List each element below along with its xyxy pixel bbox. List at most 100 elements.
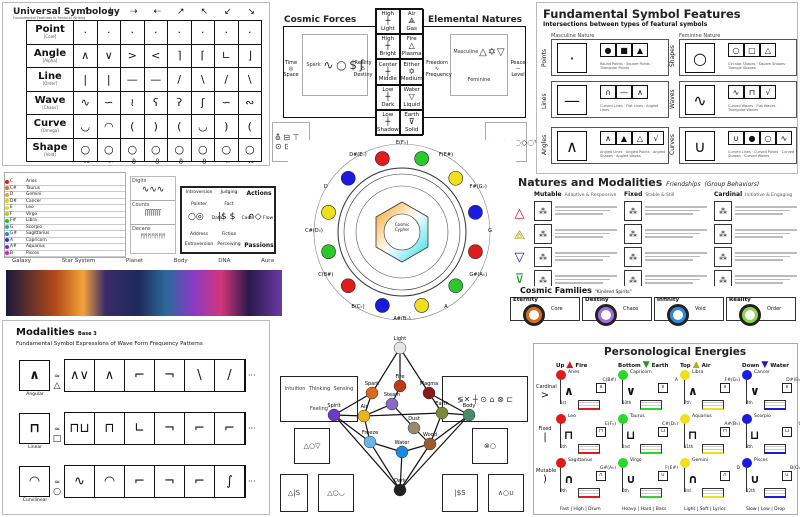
- element-cell: Water▽Liquid: [399, 84, 424, 110]
- svg-text:D#(E♭): D#(E♭): [349, 152, 367, 158]
- thinking-label: Thinking: [308, 386, 331, 392]
- column-name: Cardinal: [714, 191, 743, 198]
- side-label: Curves: [669, 134, 676, 155]
- feature-box-curves: ∪∪●○∿Curved Lines · Curved Points · Curv…: [679, 127, 797, 164]
- sign-orb-icon: [618, 370, 628, 380]
- sign-name: Virgo: [630, 458, 642, 463]
- sign-color-dot: [5, 179, 9, 184]
- note: A: [10, 237, 13, 243]
- waveform-cell: /: [215, 360, 245, 391]
- svg-text:Magma: Magma: [420, 381, 439, 387]
- waveform-cell: ∟: [125, 413, 155, 444]
- feature-symbol: ∧: [557, 131, 587, 161]
- sign-note: G: [799, 422, 800, 427]
- svg-text:E(F♭): E(F♭): [396, 140, 408, 146]
- zodiac-orb: [448, 278, 464, 294]
- feature-variants: ∩—∧: [600, 85, 648, 99]
- glyph-reference-box: ≶✕ ┼ ⊙ ⌂ ⊗ ⊏: [442, 376, 528, 422]
- note: D#: [10, 198, 17, 204]
- sign-name: Scorpio: [26, 224, 43, 230]
- sign-degree: 8th: [746, 444, 753, 449]
- note: F#: [10, 218, 17, 224]
- sign-color-dot: [5, 218, 9, 223]
- footer-glyph: ∾: [83, 158, 90, 166]
- sign-wave-glyph: ⊓: [564, 428, 574, 442]
- row-label-fixed: Fixed|: [538, 426, 552, 443]
- sign-wave-glyph: ⊔: [750, 428, 760, 442]
- note: D: [10, 192, 14, 198]
- sign-glyph-box: ⊓: [720, 427, 730, 437]
- symbol-cell: ⌈: [190, 43, 215, 68]
- symbol-cell: ·: [214, 20, 239, 45]
- zodiac-orb: [321, 205, 336, 220]
- sign-name: Libra: [692, 370, 704, 375]
- sign-wave-glyph: ∧: [688, 384, 698, 398]
- variant-cell: ∧: [632, 85, 648, 99]
- shape-glyph: ○: [53, 487, 61, 497]
- force-cell: Center┼Middle: [376, 59, 400, 85]
- svg-text:G: G: [488, 228, 492, 234]
- symbol-cell: |: [96, 67, 121, 92]
- waveform-sequence: ⊓⊔⊓∟¬⌐⌐: [64, 412, 246, 445]
- svg-text:Freeze: Freeze: [362, 430, 378, 436]
- variant-cell: ○: [760, 131, 776, 145]
- feature-caption: Curved Lines · Curved Points · Curved Sh…: [728, 150, 795, 159]
- sign-name: Sagittarius: [568, 458, 593, 463]
- variant-cell: □: [744, 43, 760, 57]
- crystal-node-light: [393, 341, 407, 355]
- element-fire-icon: △: [514, 206, 525, 221]
- flow-icon: ∩◇: [248, 212, 262, 222]
- more-ellipsis: ···: [248, 424, 256, 433]
- label-feminine: Feminine: [467, 77, 491, 84]
- matrix-actions: Actions: [246, 190, 272, 197]
- sign-glyph-box: ∪: [782, 471, 792, 481]
- symbology-row: Line[Order]||——/\/\: [26, 67, 262, 92]
- arrow-down-icon: ↓: [106, 7, 115, 17]
- sign-staff-bar: [640, 400, 662, 410]
- zodiac-row: C#Taurus: [5, 186, 125, 192]
- svg-text:Dust: Dust: [408, 416, 420, 422]
- row-label-mutable: Mutable): [536, 468, 557, 485]
- digits-wave-icon: ∿∿∿: [131, 185, 175, 201]
- mini-box-2: ⊗○: [472, 428, 508, 464]
- variant-cell: ∩: [600, 85, 616, 99]
- family-ring-icon: [739, 304, 761, 326]
- waveform-cell: ⊓⊔: [65, 413, 95, 444]
- sign-color-dot: [5, 225, 9, 230]
- feature-caption: Round Points · Square Points · Triangula…: [600, 62, 653, 71]
- sign-name: Capricorn: [630, 370, 652, 375]
- column-tag: Initiative & Engaging: [745, 193, 793, 198]
- sign-name: Aquarius: [692, 414, 712, 419]
- sensing-label: Sensing: [333, 386, 354, 392]
- matrix-judging: Judging: [220, 190, 238, 195]
- energy-head-fire: Up▲Fire: [556, 360, 588, 370]
- sign-degree: 3rd: [684, 488, 691, 493]
- feature-variants: ∪●○∿: [728, 131, 792, 145]
- sign-note: D#(E♭): [786, 378, 800, 383]
- personological-energies-title: Personological Energies: [604, 346, 747, 358]
- crystal-node-spirit: [327, 408, 341, 422]
- element-cell: Earth⊽Solid: [399, 109, 424, 135]
- sign-color-dot: [5, 231, 9, 236]
- svg-text:C(B#): C(B#): [318, 272, 333, 278]
- modality-lead-symbol: ⊓: [19, 413, 50, 444]
- sign-staff-bar: [640, 488, 662, 498]
- element-earth-icon: ⊽: [514, 272, 525, 287]
- lead-label: Curvilinear: [22, 498, 48, 503]
- waveform-cell: ⌐: [125, 466, 155, 497]
- sign-color-dot: [5, 244, 9, 249]
- family-word: Chaos: [623, 306, 639, 312]
- label-dna: DNA: [218, 258, 231, 264]
- column-name: Fixed: [624, 191, 643, 198]
- mini-box-4: △○◡: [318, 474, 354, 512]
- family-ring-icon: [595, 304, 617, 326]
- cash-icon: |$ $: [218, 212, 236, 222]
- sign-name: Gemini: [692, 458, 708, 463]
- svg-text:Earth: Earth: [435, 401, 448, 407]
- svg-text:F(E#): F(E#): [439, 152, 453, 158]
